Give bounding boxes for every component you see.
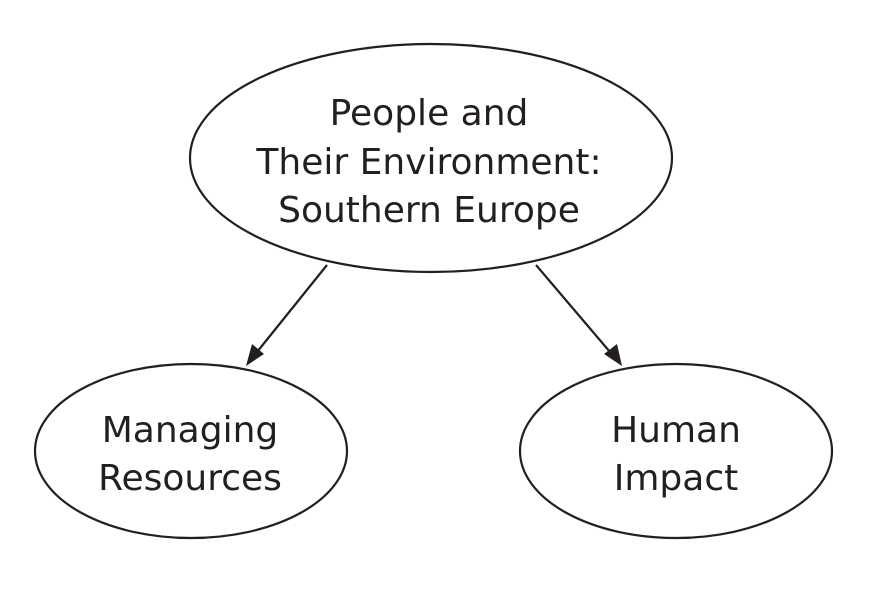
node-human-impact: Human Impact [518,362,834,540]
node-managing-resources-line-2: Resources [98,458,282,499]
arrow-head-icon [246,344,264,366]
node-root-line-3: Southern Europe [278,190,580,231]
edge-root-to-human-impact [535,264,622,366]
node-root-line-1: People and [330,93,529,134]
node-root-ellipse [188,42,674,274]
node-managing-resources: Managing Resources [33,362,349,540]
node-root: People and Their Environment: Southern E… [188,42,674,274]
arrow-head-icon [604,344,622,366]
node-human-impact-ellipse [518,362,834,540]
node-human-impact-line-2: Impact [614,458,739,499]
node-root-line-2: Their Environment: [255,142,601,183]
edge-root-to-managing-resources [246,264,328,366]
node-human-impact-line-1: Human [611,410,741,451]
node-managing-resources-line-1: Managing [102,410,279,451]
node-managing-resources-ellipse [33,362,349,540]
edge-line [535,264,611,353]
edge-line [256,264,328,353]
